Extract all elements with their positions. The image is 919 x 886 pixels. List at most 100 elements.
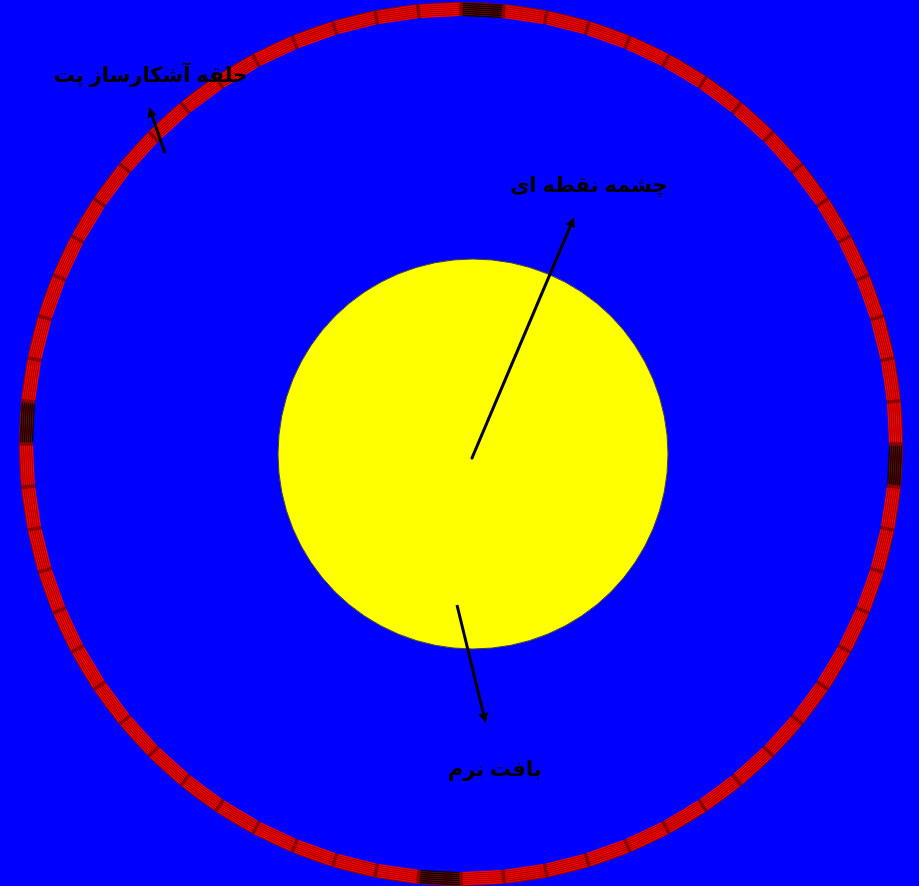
crystal-stripe — [736, 751, 766, 778]
crystal-stripe — [801, 689, 826, 721]
detector-block — [626, 822, 667, 851]
crystal-stripe — [548, 14, 587, 25]
crystal-stripe — [54, 238, 72, 274]
crystal-stripe — [893, 489, 900, 528]
detector-block — [20, 446, 35, 486]
detector-block — [420, 870, 460, 885]
crystal-stripe — [772, 135, 799, 165]
crystal-stripe — [123, 723, 150, 753]
crystal-stripe — [734, 113, 763, 140]
detector-block — [664, 801, 704, 832]
crystal-stripe — [103, 172, 127, 204]
crystal-stripe — [256, 829, 292, 847]
crystal-stripe — [771, 722, 798, 752]
crystal-stripe — [771, 136, 798, 166]
crystal-stripe — [103, 684, 127, 716]
detector-block — [95, 165, 129, 204]
crystal-stripe — [801, 167, 826, 199]
crystal-stripe — [799, 168, 823, 200]
crystal-stripe — [126, 138, 153, 168]
crystal-stripe — [741, 104, 771, 132]
crystal-stripe — [189, 777, 221, 801]
crystal-stripe — [188, 85, 220, 109]
detector-block — [765, 133, 801, 171]
crystal-stripe — [802, 690, 827, 723]
crystal-stripe — [377, 876, 416, 883]
crystal-stripe — [130, 717, 157, 746]
crystal-stripe — [73, 200, 94, 235]
detector-block — [54, 609, 83, 650]
crystal-stripe — [127, 139, 154, 169]
detector-block — [150, 748, 188, 784]
crystal-stripe — [669, 809, 704, 830]
crystal-stripe — [256, 39, 292, 57]
crystal-stripe — [705, 81, 737, 105]
crystal-stripe — [734, 748, 763, 775]
crystal-stripe — [294, 851, 332, 866]
crystal-stripe — [105, 173, 129, 205]
crystal-stripe — [670, 56, 705, 77]
leader-arrow — [472, 220, 573, 458]
detector-block — [73, 647, 104, 687]
crystal-stripe — [130, 142, 157, 171]
crystal-stripe — [377, 5, 416, 12]
crystal-stripe — [883, 318, 894, 357]
crystal-stripe — [768, 139, 795, 169]
detector-block — [420, 3, 460, 18]
crystal-stripe — [100, 687, 124, 719]
crystal-stripe — [631, 833, 667, 851]
detector-block — [121, 133, 157, 171]
detector-block — [39, 277, 65, 318]
crystal-stripe — [590, 849, 628, 863]
crystal-stripe — [95, 165, 120, 198]
crystal-stripe — [766, 718, 793, 748]
crystal-stripe — [802, 165, 827, 198]
detector-block — [294, 22, 335, 48]
crystal-stripe — [824, 203, 845, 237]
crystal-stripe — [121, 133, 149, 163]
crystal-stripe — [796, 171, 820, 203]
crystal-stripe — [773, 724, 801, 754]
crystal-stripe — [506, 876, 545, 883]
detector-block — [887, 403, 902, 443]
crystal-stripe — [29, 318, 40, 357]
crystal-stripe — [150, 756, 180, 784]
crystal-stripe — [420, 882, 460, 885]
crystal-stripe — [76, 203, 97, 237]
crystal-stripe — [738, 752, 768, 779]
crystal-stripe — [124, 722, 151, 752]
crystal-stripe — [56, 613, 74, 649]
crystal-stripe — [58, 239, 76, 275]
crystal-stripe — [881, 318, 892, 357]
crystal-stripe — [707, 78, 740, 103]
crystal-stripe — [335, 12, 374, 23]
crystal-stripe — [629, 829, 665, 847]
crystal-stripe — [129, 718, 156, 748]
crystal-stripe — [256, 41, 292, 59]
crystal-stripe — [738, 109, 768, 136]
crystal-stripe — [506, 5, 545, 12]
crystal-stripe — [159, 748, 188, 775]
crystal-stripe — [702, 779, 734, 803]
crystal-stripe — [868, 277, 883, 315]
detector-block — [857, 277, 883, 318]
crystal-stripe — [798, 687, 822, 719]
crystal-stripe — [56, 239, 74, 275]
detector-block — [377, 5, 418, 24]
crystal-stripe — [156, 110, 186, 137]
crystal-stripe — [740, 106, 770, 133]
crystal-stripe — [105, 683, 129, 715]
crystal-stripe — [706, 784, 738, 809]
crystal-stripe — [739, 754, 769, 781]
crystal-stripe — [255, 37, 291, 55]
leader-arrow — [150, 110, 165, 153]
crystal-stripe — [123, 135, 150, 165]
crystal-stripe — [22, 489, 29, 528]
detector-block — [29, 529, 51, 570]
crystal-stripe — [739, 107, 769, 134]
crystal-stripe — [881, 531, 892, 570]
crystal-stripe — [100, 169, 124, 201]
crystal-stripe — [700, 88, 732, 112]
crystal-stripe — [590, 22, 628, 37]
